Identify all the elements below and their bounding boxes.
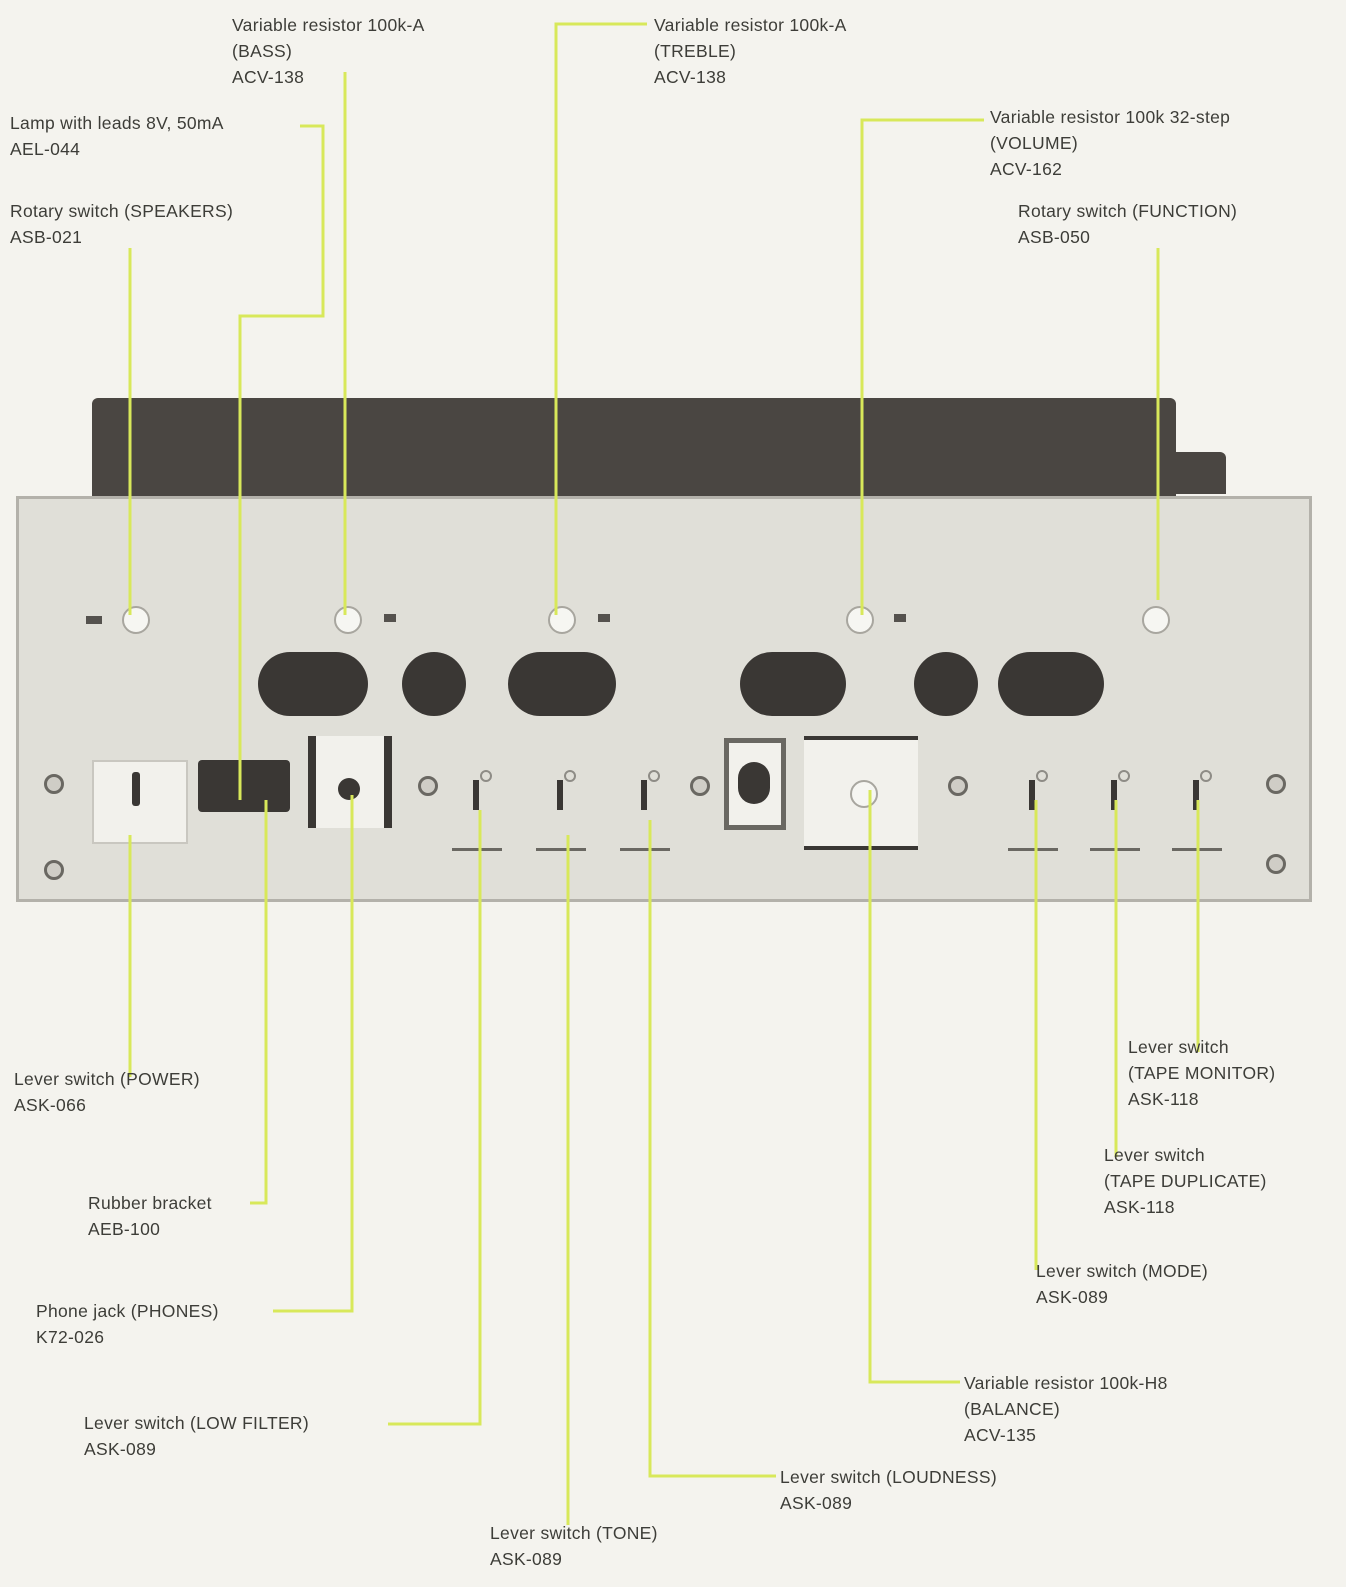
callout-mode: Lever switch (MODE) ASK-089 <box>1036 1261 1208 1307</box>
leader-balance <box>868 790 960 1384</box>
loudness-lever-switch <box>620 758 670 851</box>
panel-screw <box>44 860 64 880</box>
mount-tab <box>598 614 610 622</box>
bass-pot-knob <box>334 606 362 634</box>
leader-lowfilter <box>388 810 482 1426</box>
panel-cutout <box>740 652 846 716</box>
leader-rubber <box>250 800 268 1205</box>
panel-cutout <box>508 652 616 716</box>
panel-screw <box>418 776 438 796</box>
volume-pot-knob <box>846 606 874 634</box>
leader-lamp <box>238 124 325 800</box>
mount-tab <box>894 614 906 622</box>
leader-volume <box>860 118 984 615</box>
callout-phones: Phone jack (PHONES) K72-026 <box>36 1301 219 1347</box>
chassis-top-cover <box>92 398 1176 498</box>
power-lever <box>132 772 140 806</box>
leader-phones <box>273 795 354 1313</box>
selector-hole <box>738 762 770 804</box>
panel-cutout <box>914 652 978 716</box>
phone-jack-hole <box>338 778 360 800</box>
panel-screw <box>1266 774 1286 794</box>
callout-lowfilter: Lever switch (LOW FILTER) ASK-089 <box>84 1413 309 1459</box>
panel-screw <box>44 774 64 794</box>
leader-loudness <box>648 820 776 1478</box>
function-rotary-knob <box>1142 606 1170 634</box>
panel-cutout <box>258 652 368 716</box>
panel-screw <box>690 776 710 796</box>
callout-speakers: Rotary switch (SPEAKERS) ASB-021 <box>10 201 234 247</box>
callout-loudness: Lever switch (LOUDNESS) ASK-089 <box>780 1467 997 1513</box>
panel-cutout <box>998 652 1104 716</box>
mode-lever-switch <box>1008 758 1058 851</box>
callout-bass: Variable resistor 100k-A (BASS) ACV-138 <box>232 15 425 87</box>
panel-cutout <box>402 652 466 716</box>
callout-treble: Variable resistor 100k-A (TREBLE) ACV-13… <box>654 15 847 87</box>
callout-lamp: Lamp with leads 8V, 50mA AEL-044 <box>10 113 224 159</box>
panel-screw <box>1266 854 1286 874</box>
mount-tab <box>86 616 102 624</box>
rubber-bracket-part <box>198 760 290 812</box>
panel-screw <box>948 776 968 796</box>
power-switch-plate <box>92 760 188 844</box>
selector-block <box>724 738 786 830</box>
treble-pot-knob <box>548 606 576 634</box>
leader-treble <box>554 22 647 615</box>
speakers-rotary-knob <box>122 606 150 634</box>
callout-rubber: Rubber bracket AEB-100 <box>88 1193 212 1239</box>
callout-tone: Lever switch (TONE) ASK-089 <box>490 1523 658 1569</box>
callout-balance: Variable resistor 100k-H8 (BALANCE) ACV-… <box>964 1373 1168 1445</box>
callout-function: Rotary switch (FUNCTION) ASB-050 <box>1018 201 1238 247</box>
callout-power: Lever switch (POWER) ASK-066 <box>14 1069 200 1115</box>
low-filter-lever-switch <box>452 758 502 851</box>
callout-tapemon: Lever switch (TAPE MONITOR) ASK-118 <box>1128 1037 1276 1109</box>
mount-tab <box>384 614 396 622</box>
tone-lever-switch <box>536 758 586 851</box>
callout-volume: Variable resistor 100k 32-step (VOLUME) … <box>990 107 1231 179</box>
balance-pot-knob <box>850 780 878 808</box>
callout-tapedup: Lever switch (TAPE DUPLICATE) ASK-118 <box>1104 1145 1267 1217</box>
chassis-top-cover-step <box>1170 452 1226 494</box>
